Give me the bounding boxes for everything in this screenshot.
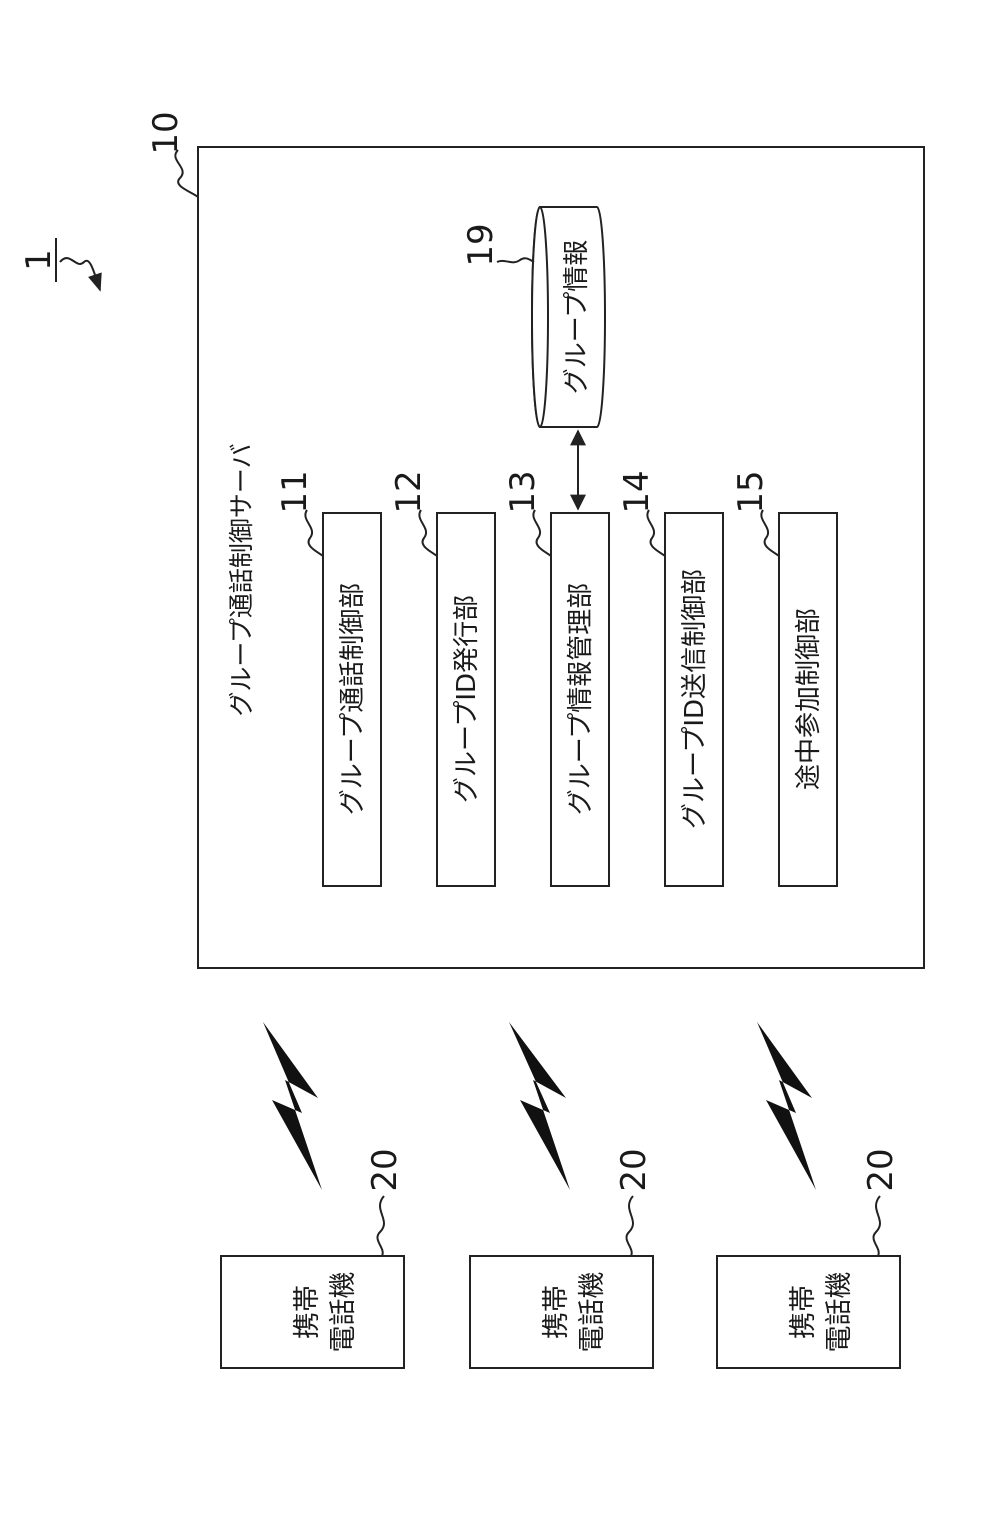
system-ref-label: 1 [19, 249, 59, 271]
unit-label: グループID送信制御部 [680, 569, 710, 829]
server-ref-leader [175, 150, 198, 197]
unit-label: 途中参加制御部 [794, 608, 824, 790]
mobile-phone-1: 携帯 電話機 20 [221, 1148, 405, 1368]
wireless-link-icon [509, 1022, 570, 1190]
system-ref-arrow [60, 258, 100, 290]
phone-ref: 20 [365, 1148, 405, 1191]
phone-label-line2: 電話機 [824, 1272, 855, 1353]
db-ref: 19 [461, 223, 501, 266]
wireless-link-icon [757, 1022, 816, 1190]
unit-label: グループID発行部 [452, 595, 482, 803]
server-title: グループ通話制御サーバ [227, 443, 256, 716]
server-ref-label: 10 [146, 111, 186, 154]
phone-ref: 20 [861, 1148, 901, 1191]
db-label: グループ情報 [562, 240, 592, 394]
phone-ref-leader [873, 1196, 880, 1256]
phone-label-line1: 携帯 [292, 1285, 323, 1339]
phone-ref: 20 [614, 1148, 654, 1191]
phone-label-line1: 携帯 [788, 1285, 819, 1339]
phone-label-line2: 電話機 [328, 1272, 359, 1353]
unit-ref: 14 [617, 470, 657, 513]
unit-label: グループ情報管理部 [566, 583, 596, 815]
unit-ref: 15 [731, 470, 771, 513]
wireless-link-icon [263, 1022, 322, 1190]
mobile-phone-3: 携帯 電話機 20 [717, 1148, 901, 1368]
mobile-phone-2: 携帯 電話機 20 [470, 1148, 654, 1368]
unit-label: グループ通話制御部 [338, 583, 368, 815]
phone-ref-leader [626, 1196, 633, 1256]
unit-ref: 12 [389, 470, 429, 513]
phone-ref-leader [377, 1196, 384, 1256]
phone-label-line1: 携帯 [541, 1285, 572, 1339]
unit-ref: 13 [503, 470, 543, 513]
db-cylinder-top [532, 207, 548, 427]
phone-label-line2: 電話機 [577, 1272, 608, 1353]
unit-ref: 11 [275, 470, 315, 513]
